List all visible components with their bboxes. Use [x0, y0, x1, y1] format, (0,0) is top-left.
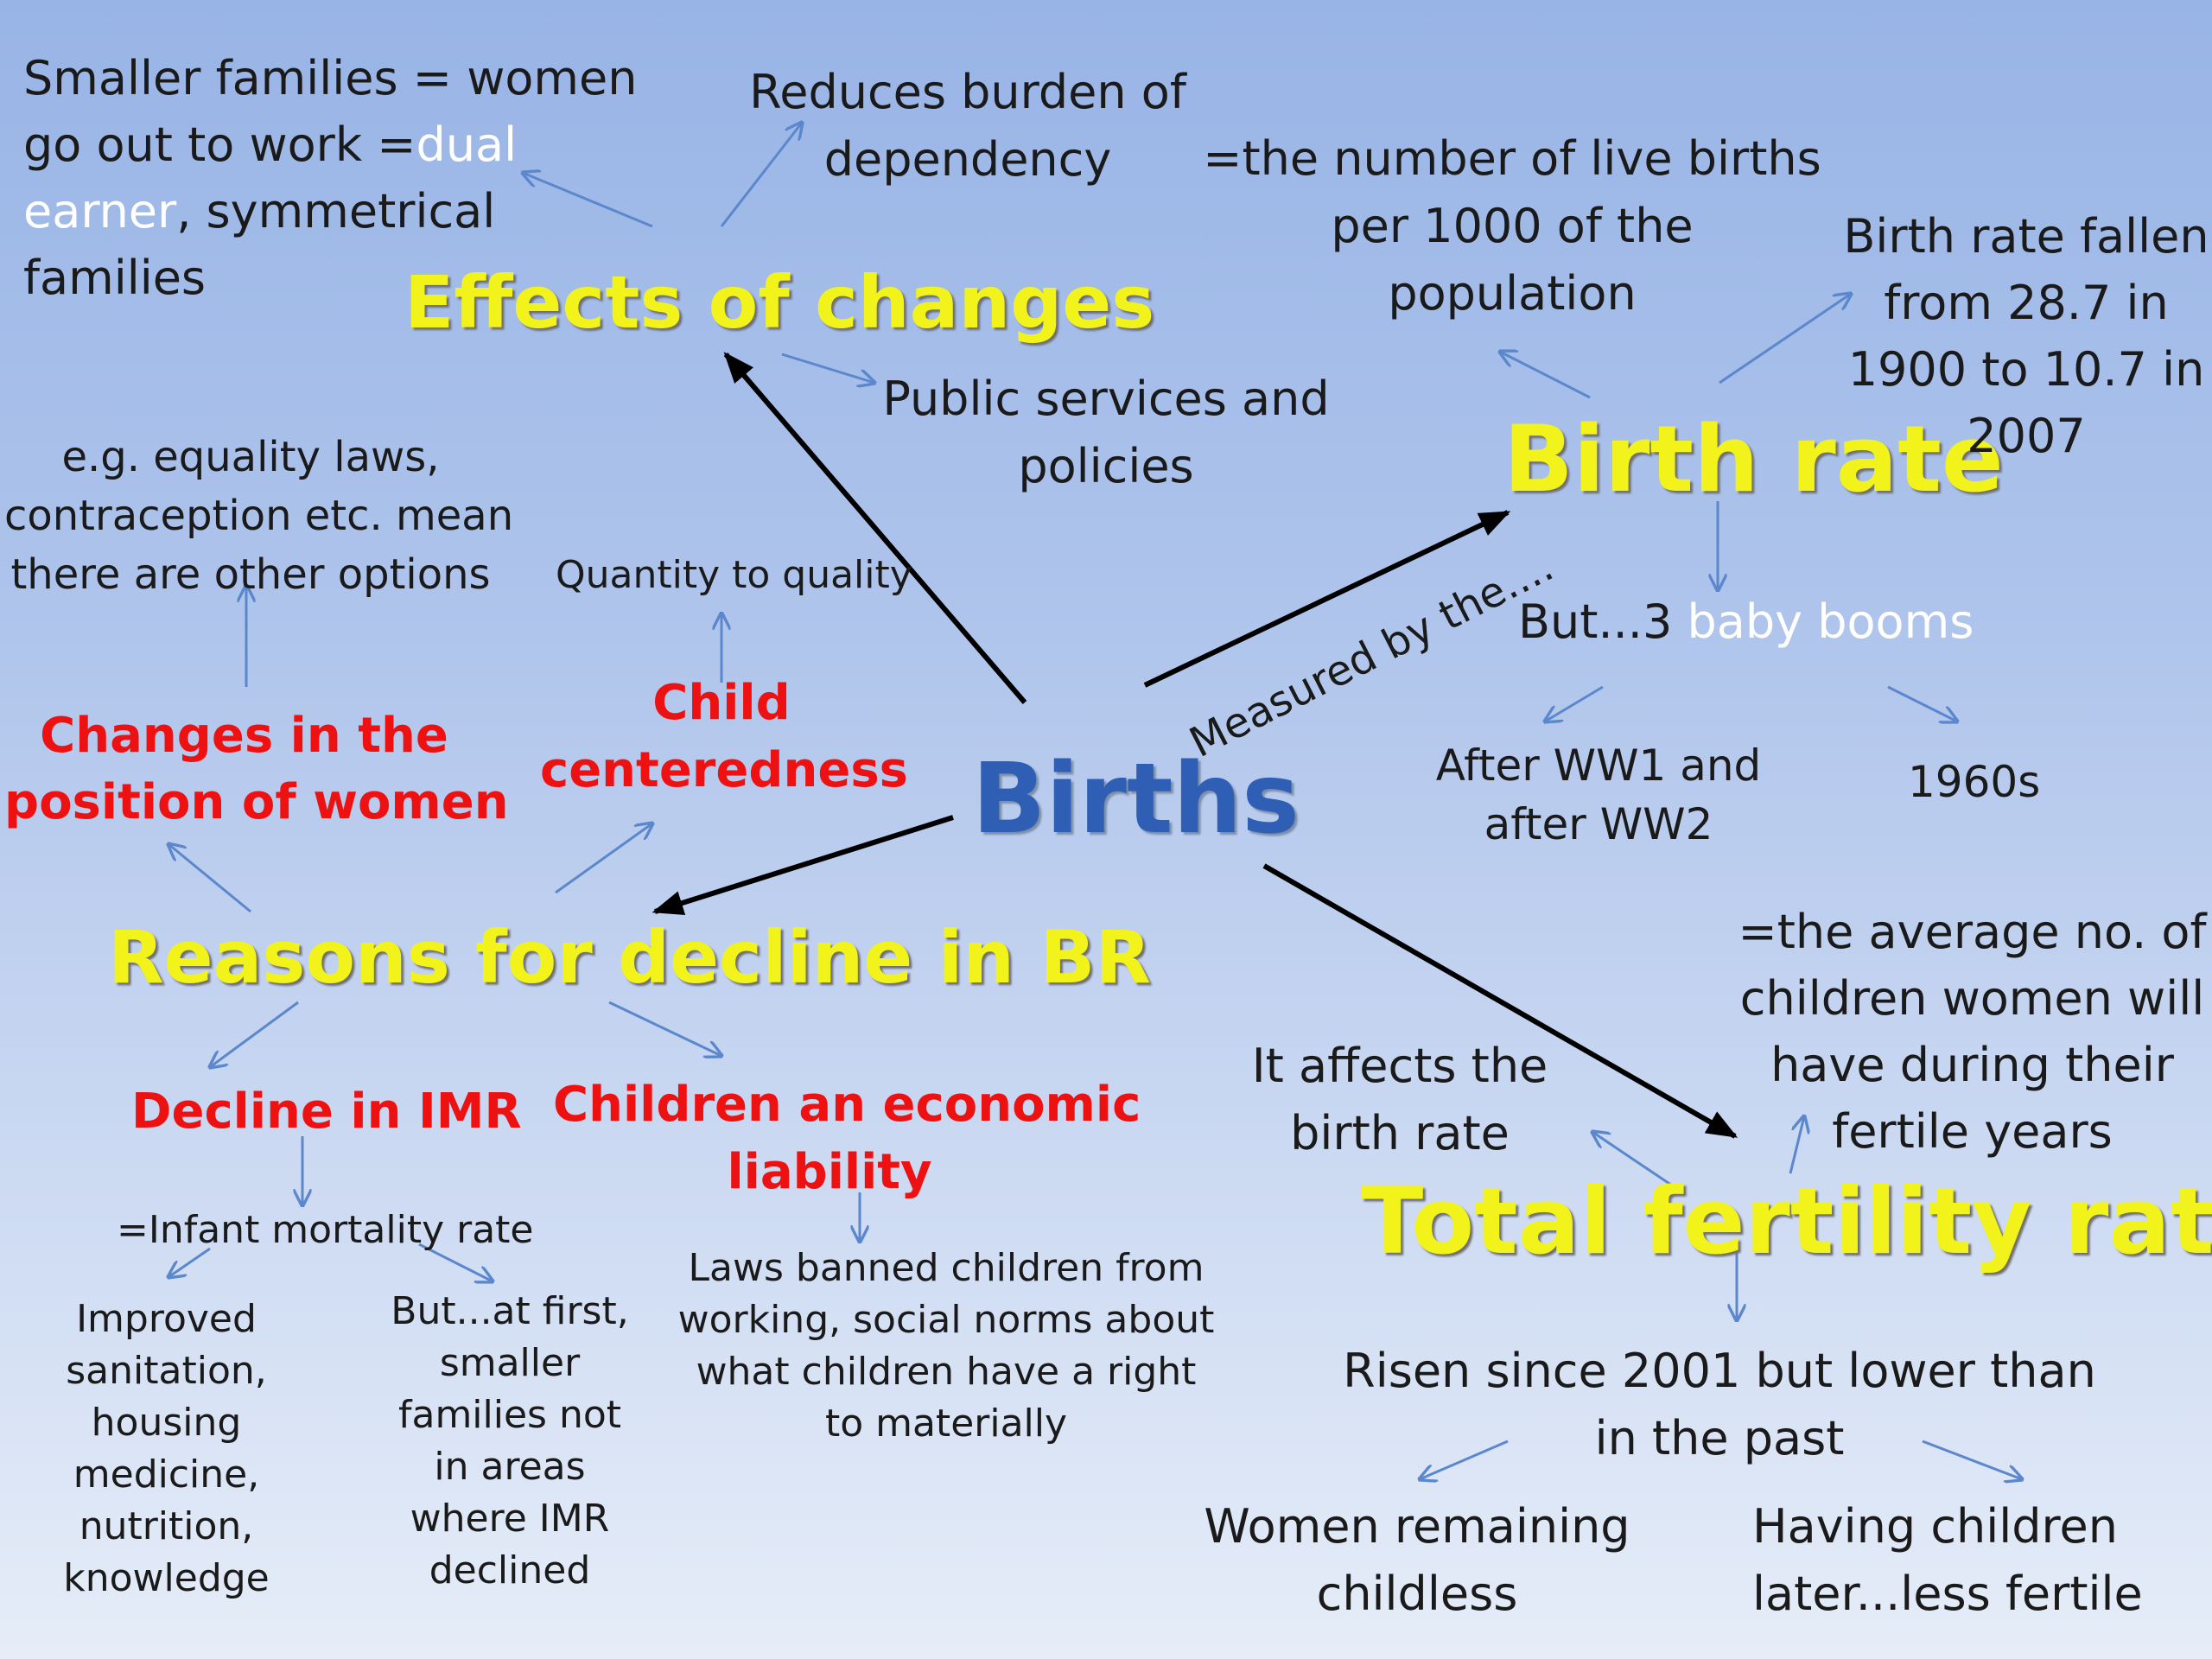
arrow-to-tfr [1262, 863, 1738, 1139]
child-centeredness-label: Child centeredness [540, 675, 908, 798]
laws-note: Laws banned children from working, socia… [677, 1246, 1215, 1446]
arrow-to-childless [1420, 1440, 1509, 1479]
tfr-definition: =the average no. of children women will … [1738, 905, 2207, 1159]
quantity-quality-note: Quantity to quality [556, 553, 912, 597]
arrow-to-child [555, 823, 652, 894]
birth-rate-title: Birth rate [1503, 406, 2004, 512]
arrow-to-reasons [652, 815, 954, 915]
arrow-to-birth-rate [1143, 510, 1511, 688]
arrow-to-imr [210, 1001, 299, 1067]
later-note: Having children later...less fertile [1752, 1499, 2143, 1621]
public-services-note: Public services and policies [882, 372, 1330, 493]
arrow-to-women [168, 844, 251, 913]
arrow-to-effects [723, 352, 1027, 704]
effects-title: Effects of changes [404, 260, 1155, 345]
arrow-to-br-fallen [1719, 294, 1851, 385]
reasons-title: Reasons for decline in BR [108, 915, 1152, 1000]
arrow-to-tfr-definition [1789, 1116, 1804, 1174]
birth-rate-fallen-note: Birth rate fallen from 28.7 in 1900 to 1… [1843, 209, 2209, 463]
ww-note: After WW1 and after WW2 [1435, 741, 1762, 849]
arrow-to-smaller-families [523, 173, 653, 228]
dependency-note: Reduces burden of dependency [749, 65, 1186, 187]
arrow-to-1960s [1887, 685, 1957, 721]
births-title: Births [972, 743, 1300, 855]
baby-booms-note: But...3 baby booms [1518, 594, 1974, 649]
arrow-to-br-definition [1500, 352, 1591, 399]
imr-definition: =Infant mortality rate [117, 1208, 534, 1252]
arrow-to-ww [1545, 685, 1604, 721]
tfr-title: Total fertility rate [1361, 1168, 2212, 1274]
arrow-to-later [1922, 1440, 2022, 1479]
arrow-to-but-first [418, 1243, 493, 1281]
economic-liability-label: Children an economic liability [553, 1077, 1141, 1200]
affects-note: It affects the birth rate [1251, 1039, 1548, 1160]
arrow-to-public-services [781, 353, 874, 383]
improved-note: Improved sanitation, housing medicine, n… [63, 1297, 270, 1600]
risen-note: Risen since 2001 but lower than in the p… [1343, 1344, 2096, 1465]
equality-note: e.g. equality laws, contraception etc. m… [4, 433, 514, 599]
smaller-families-note: Smaller families = women go out to work … [23, 51, 638, 305]
arrow-to-economic [608, 1001, 721, 1056]
sixties-note: 1960s [1908, 757, 2041, 807]
but-at-first-note: But...at first, smaller families not in … [391, 1289, 629, 1592]
women-position-label: Changes in the position of women [4, 708, 509, 830]
arrow-to-improved [168, 1247, 211, 1277]
childless-note: Women remaining childless [1204, 1499, 1630, 1621]
birth-rate-definition: =the number of live births per 1000 of t… [1203, 131, 1821, 321]
arrow-to-dependency [720, 123, 802, 227]
decline-imr-label: Decline in IMR [131, 1084, 522, 1140]
arrow-to-affects [1592, 1132, 1686, 1196]
